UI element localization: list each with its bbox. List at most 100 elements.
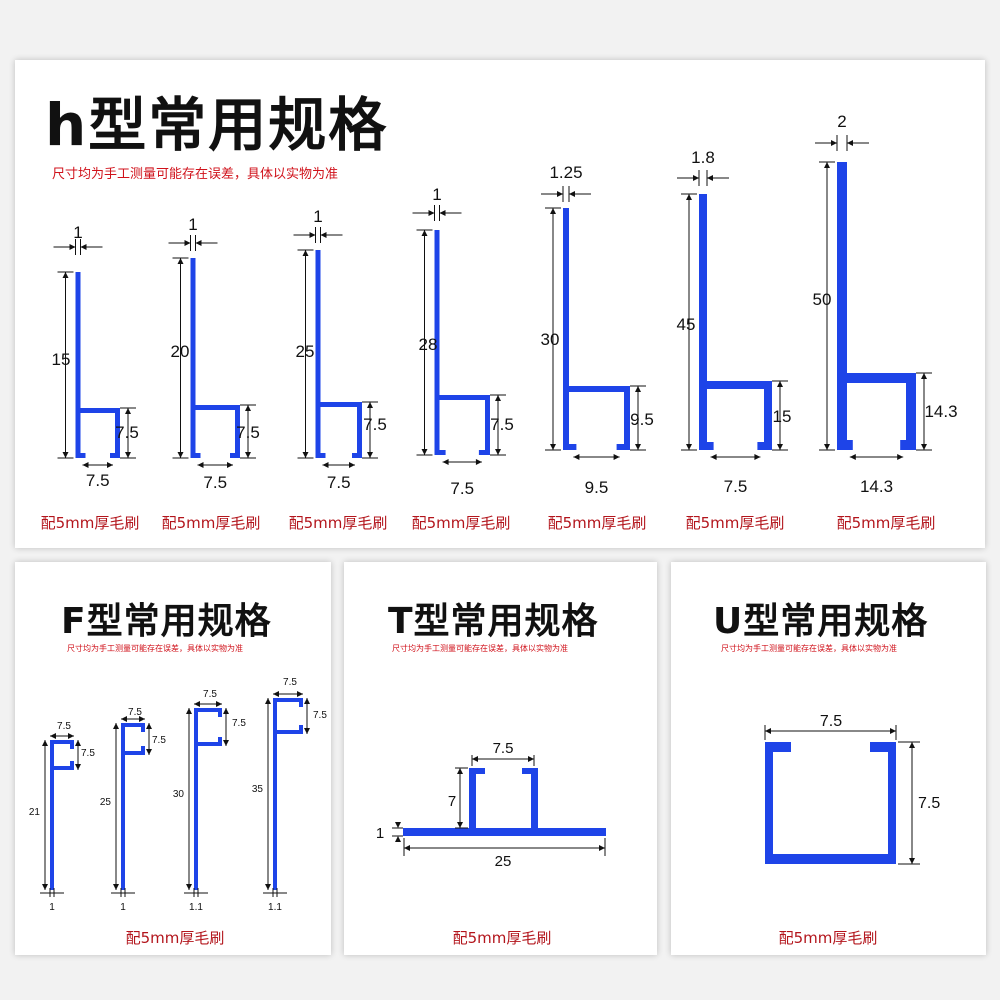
h1-thick-arrow-right — [80, 244, 87, 250]
f-type-panel: F型常用规格 尺寸均为手工测量可能存在误差，具体以实物为准 配5mm厚毛刷 — [15, 562, 331, 955]
h2-crossbar — [190, 405, 240, 410]
t-panel-title: T型常用规格 — [388, 601, 599, 642]
t-thick-arrow-top — [395, 822, 401, 828]
u-height-label: 7.5 — [918, 795, 940, 812]
h2-width-dim-arrow-right — [227, 462, 233, 468]
h4-thick-arrow-left — [428, 210, 435, 216]
h5-height-dim-arrow-bottom — [550, 444, 556, 450]
h5-thick-arrow-right — [569, 191, 575, 197]
t-slot-width-dim-arrow-left — [472, 756, 478, 762]
f1-top-width-dim-arrow-left — [50, 733, 56, 739]
h6-height-label: 45 — [677, 315, 696, 334]
h3-thick-arrow-left — [309, 232, 316, 238]
h3-thickness-label: 1 — [313, 207, 322, 226]
f4-mid-bar — [273, 730, 303, 734]
h4-right-leg — [485, 395, 490, 455]
h1-width-dim-arrow-left — [82, 462, 89, 468]
h2-thickness-label: 1 — [188, 215, 197, 234]
h6-right-leg — [764, 381, 772, 450]
f4-height-dim-arrow-top — [265, 698, 271, 704]
t-brush-label: 配5mm厚毛刷 — [452, 929, 552, 947]
h7-inner-height-dim-arrow-top — [921, 373, 927, 379]
h1-right-leg — [115, 408, 120, 458]
h7-right-leg — [906, 373, 916, 450]
t-panel-note: 尺寸均为手工测量可能存在误差，具体以实物为准 — [392, 644, 568, 653]
h7-width-dim-arrow-right — [897, 454, 904, 460]
h3-height-dim-arrow-top — [302, 250, 309, 256]
u-type-panel: U型常用规格 尺寸均为手工测量可能存在误差，具体以实物为准 配5mm厚毛刷 — [671, 562, 986, 955]
h-panel-title: h型常用规格 — [45, 91, 389, 159]
f4-top-width-dim-arrow-right — [297, 691, 303, 697]
h6-height-dim-arrow-bottom — [686, 444, 692, 450]
h6-thickness-label: 1.8 — [691, 148, 715, 167]
t-base-width-label: 25 — [495, 853, 512, 870]
h5-inner-height-dim-arrow-top — [635, 386, 641, 392]
h5-right-leg — [624, 386, 630, 450]
h1-thick-arrow-left — [69, 244, 76, 250]
f1-top-height-label: 7.5 — [81, 748, 95, 759]
f3-top-width-label: 7.5 — [203, 689, 217, 700]
h5-stem — [563, 208, 569, 450]
h4-inner-height-dim-arrow-bottom — [495, 449, 501, 455]
f4-stem — [273, 698, 277, 890]
u-brush-label: 配5mm厚毛刷 — [778, 929, 878, 947]
f-panel-note: 尺寸均为手工测量可能存在误差，具体以实物为准 — [67, 644, 243, 653]
u-height-dim-arrow-top — [909, 742, 915, 748]
f1-top-bar — [50, 740, 74, 744]
f1-top-width-dim-arrow-right — [68, 733, 74, 739]
h7-thick-arrow-left — [831, 140, 837, 146]
h7-right-lip — [900, 440, 916, 450]
h2-thick-arrow-left — [184, 240, 191, 246]
h5-inner-height-label: 9.5 — [630, 410, 654, 429]
h7-left-lip — [837, 440, 853, 450]
h3-left-lip — [315, 453, 326, 458]
h4-thick-arrow-right — [439, 210, 446, 216]
h7-inner-height-dim-arrow-bottom — [921, 444, 927, 450]
f3-top-width-dim-arrow-right — [216, 701, 222, 707]
h-type-panel: h型常用规格 尺寸均为手工测量可能存在误差，具体以实物为准 — [15, 60, 985, 548]
f4-top-height-dim-arrow-bottom — [304, 728, 310, 734]
h3-width-dim-arrow-right — [349, 462, 355, 468]
h4-thickness-label: 1 — [432, 185, 441, 204]
h7-width-label: 14.3 — [860, 477, 893, 496]
h6-thick-arrow-right — [707, 175, 713, 181]
h6-inner-height-dim-arrow-top — [777, 381, 783, 387]
h3-width-label: 7.5 — [327, 473, 351, 492]
h1-height-dim-arrow-bottom — [62, 452, 69, 458]
t-slot-width-label: 7.5 — [493, 740, 514, 757]
h7-thick-arrow-right — [847, 140, 853, 146]
h-brush-label-1: 配5mm厚毛刷 — [40, 514, 140, 532]
f1-top-height-dim-arrow-top — [75, 740, 81, 746]
h4-inner-height-label: 7.5 — [490, 415, 514, 434]
h2-stem — [190, 258, 196, 458]
h2-height-label: 20 — [171, 342, 190, 361]
t-thick-arrow-bottom — [395, 836, 401, 842]
t-slot-height-dim-arrow-bottom — [457, 822, 463, 828]
f4-height-label: 35 — [252, 784, 264, 795]
h6-width-dim-arrow-left — [710, 454, 717, 460]
h6-height-dim-arrow-top — [686, 194, 692, 200]
h5-width-dim-arrow-left — [573, 454, 580, 460]
f4-top-width-dim-arrow-left — [273, 691, 279, 697]
h4-stem — [434, 230, 440, 455]
h7-width-dim-arrow-left — [849, 454, 856, 460]
h5-width-label: 9.5 — [585, 478, 609, 497]
h5-left-lip — [563, 444, 577, 450]
f-brush-label: 配5mm厚毛刷 — [125, 929, 225, 947]
f4-top-height-dim-arrow-top — [304, 698, 310, 704]
h3-height-dim-arrow-bottom — [302, 452, 309, 458]
f2-top-height-dim-arrow-top — [146, 723, 152, 729]
h7-height-dim-arrow-bottom — [824, 444, 830, 450]
f2-top-width-label: 7.5 — [128, 707, 142, 718]
h-brush-label-3: 配5mm厚毛刷 — [288, 514, 388, 532]
f3-top-bar — [194, 708, 222, 712]
h1-height-dim-arrow-top — [62, 272, 69, 278]
h5-crossbar — [563, 386, 630, 392]
h6-left-lip — [699, 442, 714, 450]
h-panel-note: 尺寸均为手工测量可能存在误差，具体以实物为准 — [52, 167, 339, 182]
h4-left-lip — [434, 450, 446, 455]
h2-width-label: 7.5 — [203, 473, 227, 492]
h2-thick-arrow-right — [195, 240, 202, 246]
h-brush-label-5: 配5mm厚毛刷 — [547, 514, 647, 532]
